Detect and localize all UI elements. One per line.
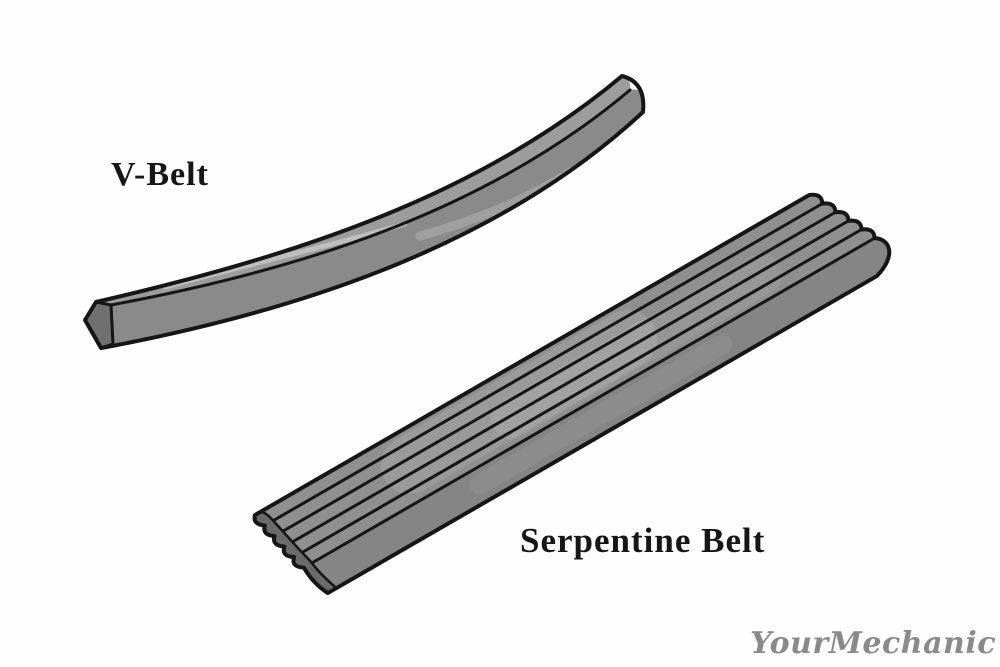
- serpentine-groove-line-4: [293, 227, 864, 558]
- serpentine-groove-line-3: [284, 219, 850, 548]
- v-belt-edge-line: [109, 88, 632, 307]
- v-belt-outline: [83, 74, 646, 350]
- v-belt-side-face: [111, 89, 644, 346]
- serpentine-belt-body: [254, 194, 890, 594]
- serpentine-side-sheen: [469, 334, 733, 495]
- serpentine-belt-side-face: [303, 238, 890, 594]
- yourmechanic-logo: YourMechanic: [750, 626, 996, 661]
- serpentine-groove-line-1: [264, 202, 824, 527]
- serpentine-belt-outline: [252, 192, 892, 596]
- serpentine-groove-line-5: [303, 236, 877, 569]
- serpentine-groove-line-2: [274, 210, 837, 537]
- serpentine-belt-drawing: [252, 192, 892, 596]
- v-belt-drawing: [83, 74, 646, 350]
- serpentine-belt-label: Serpentine Belt: [520, 521, 766, 560]
- v-belt-label: V-Belt: [111, 156, 209, 193]
